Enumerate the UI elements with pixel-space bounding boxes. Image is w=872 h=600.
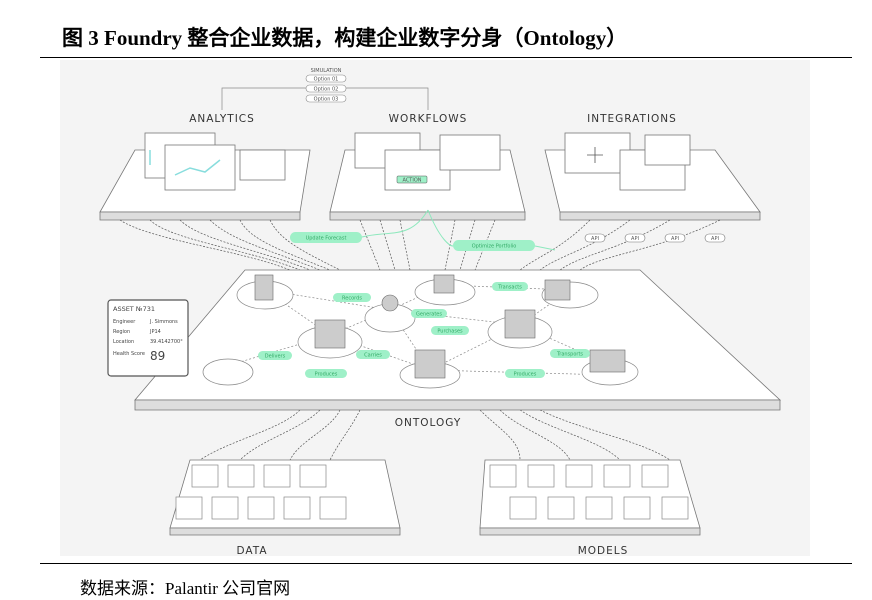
relation-produces: Produces: [315, 372, 338, 378]
asset-health-score: 89: [150, 349, 165, 363]
flow-update-forecast: Update Forecast: [306, 236, 347, 242]
api-label: API: [671, 236, 679, 242]
simulation-title: SIMULATION: [311, 68, 342, 74]
simulation-option: Option 01: [314, 77, 339, 83]
simulation-option: Option 02: [314, 87, 339, 93]
asset-key: Region: [113, 329, 130, 335]
flow-pills: Update Forecast Optimize Portfolio: [290, 209, 556, 251]
asset-value: JP14: [149, 329, 161, 335]
relation-pills: [258, 282, 590, 378]
top-divider: [40, 57, 852, 58]
relation-carries: Carries: [364, 353, 382, 359]
relation-transacts: Transacts: [497, 285, 522, 291]
data-cables: [119, 219, 721, 461]
relation-delivers: Delivers: [265, 354, 286, 360]
relation-records: Records: [342, 296, 362, 302]
model-tiles: [489, 464, 689, 520]
label-models: MODELS: [578, 545, 629, 557]
label-workflows: WORKFLOWS: [389, 113, 468, 125]
asset-key: Location: [113, 339, 134, 345]
figure-source: 数据来源：Palantir 公司官网: [80, 579, 291, 598]
asset-value: J. Simmons: [149, 319, 178, 325]
relation-produces: Produces: [514, 372, 537, 378]
api-label: API: [711, 236, 719, 242]
api-label: API: [591, 236, 599, 242]
label-ontology: ONTOLOGY: [395, 417, 462, 429]
bottom-divider: [40, 563, 852, 564]
asset-title: ASSET №731: [113, 305, 155, 313]
api-label: API: [631, 236, 639, 242]
asset-card: ASSET №731 Engineer J. Simmons Region JP…: [107, 299, 189, 377]
simulation-panel: SIMULATION Option 01 Option 02 Option 03: [221, 68, 429, 110]
workflow-action-button: ACTION: [402, 178, 421, 184]
relation-transports: Transports: [556, 352, 583, 358]
integration-screen: [564, 132, 631, 174]
api-labels: [584, 233, 726, 243]
label-analytics: ANALYTICS: [189, 113, 255, 125]
asset-health-label: Health Score: [113, 351, 145, 357]
relation-generates: Generates: [416, 312, 442, 318]
simulation-option: Option 03: [314, 97, 339, 103]
asset-value: 39.4142700°: [150, 339, 183, 345]
label-data: DATA: [236, 545, 267, 557]
asset-key: Engineer: [113, 319, 136, 325]
relation-purchases: Purchases: [437, 329, 463, 335]
data-tiles: [175, 464, 347, 520]
flow-optimize-portfolio: Optimize Portfolio: [472, 244, 517, 250]
figure-title: 图 3 Foundry 整合企业数据，构建企业数字分身（Ontology）: [62, 26, 628, 50]
label-integrations: INTEGRATIONS: [587, 113, 677, 125]
